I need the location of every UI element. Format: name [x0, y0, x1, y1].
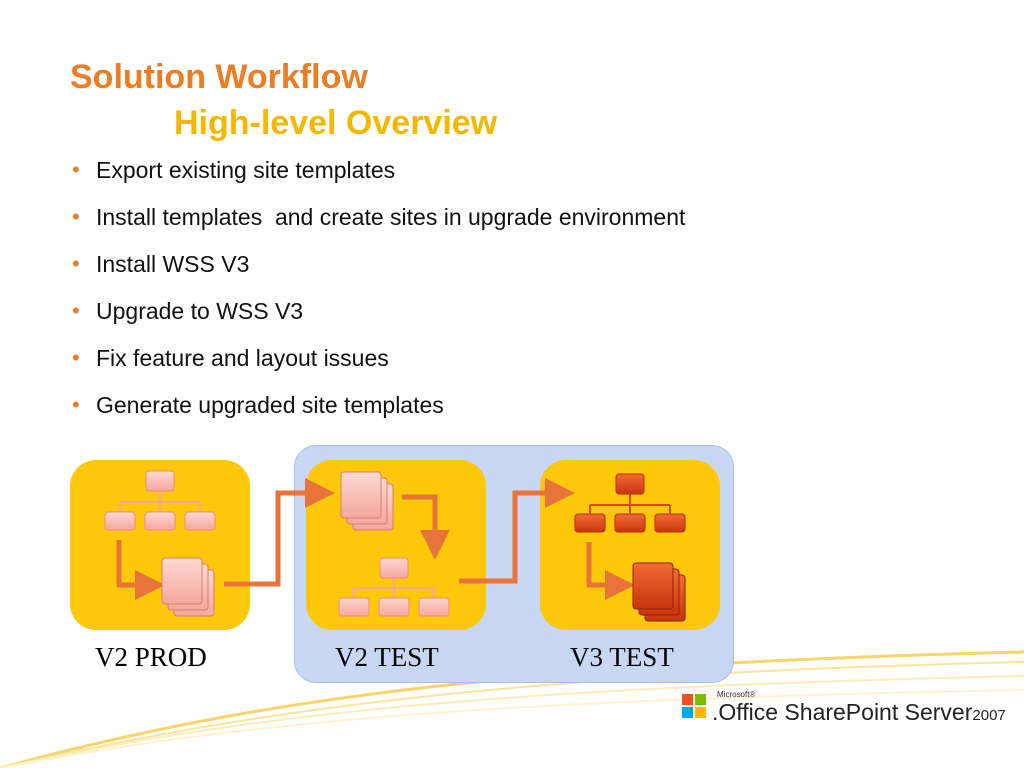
bullet-text: Generate upgraded site templates: [96, 392, 444, 418]
bullet-item: • Upgrade to WSS V3: [72, 295, 685, 342]
site-hierarchy-icon: [574, 473, 686, 533]
bullet-item: • Fix feature and layout issues: [72, 342, 685, 389]
stage-label-v2-prod: V2 PROD: [95, 642, 207, 672]
bullet-dot-icon: •: [72, 204, 80, 229]
bullet-dot-icon: •: [72, 251, 80, 276]
logo-maker: Microsoft®: [717, 690, 756, 699]
template-stack-icon: [340, 471, 394, 531]
template-stack-icon: [632, 562, 686, 622]
bullet-text: Install templates and create sites in up…: [96, 204, 686, 230]
logo-product-text: .Office SharePoint Server2007: [712, 699, 1006, 726]
bullet-text: Export existing site templates: [96, 157, 396, 183]
logo-year: 2007: [972, 707, 1006, 724]
bullet-dot-icon: •: [72, 345, 80, 370]
bullet-list: • Export existing site templates • Install…: [72, 154, 685, 436]
bullet-item: • Install templates and create sites in u…: [72, 201, 685, 248]
orange-arrow-icon: [224, 478, 335, 587]
logo-product: .Office SharePoint: [712, 699, 899, 725]
bullet-dot-icon: •: [72, 298, 80, 323]
stage-label-v3-test: V3 TEST: [570, 642, 674, 672]
bullet-dot-icon: •: [72, 392, 80, 417]
bullet-item: • Export existing site templates: [72, 154, 685, 201]
logo-suffix: Server: [904, 699, 973, 725]
orange-arrow-icon: [402, 494, 450, 560]
office-sharepoint-logo: Microsoft® .Office SharePoint Server2007: [680, 690, 1006, 730]
orange-arrow-icon: [116, 540, 165, 600]
stage-label-v2-test: V2 TEST: [335, 642, 439, 672]
orange-arrow-icon: [459, 478, 575, 584]
bullet-text: Fix feature and layout issues: [96, 345, 389, 371]
orange-arrow-icon: [586, 542, 635, 600]
slide-subtitle: High-level Overview: [174, 104, 498, 142]
office-logo-icon: [682, 694, 706, 718]
bullet-dot-icon: •: [72, 157, 80, 182]
slide-title: Solution Workflow: [70, 58, 368, 96]
template-stack-icon: [161, 557, 215, 617]
site-hierarchy-icon: [104, 470, 216, 531]
bullet-item: • Install WSS V3: [72, 248, 685, 295]
bullet-text: Install WSS V3: [96, 251, 250, 277]
site-hierarchy-icon: [338, 557, 450, 617]
bullet-text: Upgrade to WSS V3: [96, 298, 304, 324]
bullet-item: • Generate upgraded site templates: [72, 389, 685, 436]
